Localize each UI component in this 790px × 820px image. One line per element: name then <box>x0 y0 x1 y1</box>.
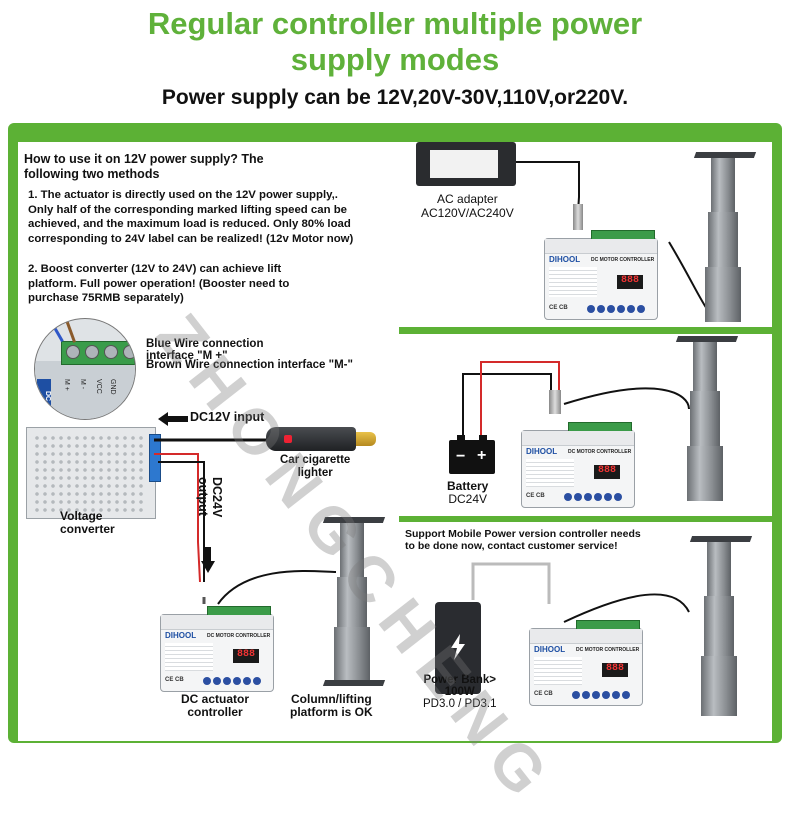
page-title: Regular controller multiple power supply… <box>0 6 790 78</box>
support-line-1: Support Mobile Power version controller … <box>405 528 641 540</box>
column-label: Column/lifting platform is OK <box>290 693 373 719</box>
column-powerbank-image <box>689 536 753 726</box>
lifting-column-image <box>322 517 386 692</box>
dc24v-output-label: DC24V output <box>196 477 224 517</box>
powerbank-wiring <box>471 562 690 623</box>
terminal-label-dc: DC <box>37 379 51 413</box>
battery-wiring <box>462 361 690 440</box>
controller-ac-display: 888 <box>617 275 643 289</box>
dc-actuator-line-1: DC actuator <box>181 692 250 706</box>
controller-battery-image: DIHOOL DC MOTOR CONTROLLER 888 CE CB <box>521 422 635 508</box>
controller-ac-label: DC MOTOR CONTROLLER <box>591 257 655 263</box>
powerbank-line-2: 100W <box>444 686 475 698</box>
controller-battery-cert: CE CB <box>526 493 545 499</box>
title-line-1: Regular controller multiple power <box>147 6 643 41</box>
terminal-label-m-plus: M + <box>63 379 70 391</box>
terminal-label-vcc: VCC <box>95 379 102 394</box>
lighter-tip <box>356 432 376 446</box>
ac-adapter-line-1: AC adapter <box>437 192 498 206</box>
controller-ac-image: DIHOOL DC MOTOR CONTROLLER 888 CE CB <box>544 230 658 320</box>
car-lighter-line-2: lighter <box>297 467 333 479</box>
method-2-text: 2. Boost converter (12V to 24V) can achi… <box>28 262 289 306</box>
battery-label: Battery DC24V <box>447 480 488 506</box>
voltage-converter-line-1: Voltage <box>60 509 103 523</box>
dc-actuator-label: DC actuator controller <box>181 693 249 719</box>
title-line-2: supply modes <box>290 42 500 77</box>
controller-display: 888 <box>233 649 259 663</box>
right-top-panel: AC adapter AC120V/AC240V DIHOOL DC MOTOR… <box>399 142 772 327</box>
brown-wire-label: Brown Wire connection interface "M-" <box>146 359 353 371</box>
controller-powerbank-cert: CE CB <box>534 691 553 697</box>
method-1-line-1: 1. The actuator is directly used on the … <box>28 189 338 201</box>
dc-actuator-line-2: controller <box>187 705 243 719</box>
howto-line-2: following two methods <box>24 167 160 181</box>
ac-adapter-line-2: AC120V/AC240V <box>421 206 514 220</box>
right-mid-panel: − + Battery DC24V DIHOOL DC MOTOR CONTRO… <box>399 334 772 516</box>
power-bank-label: Power Bank> 100W PD3.0 / PD3.1 <box>423 674 497 710</box>
controller-battery-label: DC MOTOR CONTROLLER <box>568 449 632 455</box>
controller-brand: DIHOOL <box>165 631 197 640</box>
method-2-line-3: purchase 75RMB separately) <box>28 292 184 304</box>
dc-barrel-plug <box>573 204 583 230</box>
controller-powerbank-image: DIHOOL DC MOTOR CONTROLLER 888 CE CB <box>529 620 643 706</box>
ac-adapter-label: AC adapter AC120V/AC240V <box>421 192 514 220</box>
method-1-line-4: corresponding to 24V label can be realiz… <box>28 232 354 245</box>
controller-battery-brand: DIHOOL <box>526 447 558 456</box>
car-lighter-label: Car cigarette lighter <box>280 454 350 480</box>
howto-heading: How to use it on 12V power supply? The f… <box>24 152 264 182</box>
terminal-zoom-circle: DC M + M - VCC GND <box>34 318 136 420</box>
battery-plug <box>549 390 561 414</box>
controller-battery-display: 888 <box>594 465 620 479</box>
controller-ac-brand: DIHOOL <box>549 255 581 264</box>
dc24v-output-line-2: output <box>196 477 210 516</box>
dc24v-output-line-1: DC24V <box>210 477 224 518</box>
controller-model-label: DC MOTOR CONTROLLER <box>207 633 271 639</box>
voltage-converter-line-2: converter <box>60 522 115 536</box>
right-bottom-panel: Support Mobile Power version controller … <box>399 522 772 741</box>
battery-line-1: Battery <box>447 479 489 493</box>
lightning-icon <box>451 634 465 660</box>
blue-wire-line-2: interface "M +" <box>146 350 228 362</box>
method-1-line-2: Only half of the corresponding marked li… <box>28 203 347 216</box>
power-bank-image <box>435 602 481 694</box>
method-2-line-2: platform. Full power operation! (Booster… <box>28 277 290 290</box>
powerbank-line-1: Power Bank> <box>423 674 497 686</box>
left-panel: How to use it on 12V power supply? The f… <box>18 142 399 741</box>
wiring-diagram <box>154 438 337 605</box>
support-line-2: to be done now, contact customer service… <box>405 540 618 552</box>
car-lighter-plug <box>266 427 356 451</box>
controller-powerbank-brand: DIHOOL <box>534 645 566 654</box>
method-2-line-1: 2. Boost converter (12V to 24V) can achi… <box>28 263 282 275</box>
controller-ac-cert: CE CB <box>549 305 568 311</box>
voltage-converter-image <box>26 427 161 519</box>
page-subtitle: Power supply can be 12V,20V-30V,110V,or2… <box>161 86 629 109</box>
method-1-line-3: achieved, and the maximum load is reduce… <box>28 218 351 230</box>
column-ac-image <box>693 152 757 327</box>
car-lighter-line-1: Car cigarette <box>280 454 351 466</box>
column-battery-image <box>675 336 739 511</box>
method-1-text: 1. The actuator is directly used on the … <box>28 188 353 246</box>
controller-cert: CE CB <box>165 677 184 683</box>
controller-powerbank-label: DC MOTOR CONTROLLER <box>576 647 640 653</box>
blue-wire-label: Blue Wire connection interface "M +" <box>146 338 263 362</box>
howto-line-1: How to use it on 12V power supply? The <box>24 152 264 166</box>
ac-adapter-image <box>416 142 516 186</box>
arrow-left-icon <box>158 412 188 426</box>
terminal-label-m-minus: M - <box>79 379 86 390</box>
battery-line-2: DC24V <box>448 492 488 506</box>
support-notice: Support Mobile Power version controller … <box>405 528 641 552</box>
column-line-2: platform is OK <box>290 705 373 719</box>
arrow-down-icon <box>201 547 215 573</box>
dc12v-input-label: DC12V input <box>190 410 265 424</box>
terminal-label-gnd: GND <box>109 379 116 395</box>
dc-actuator-controller-image: DIHOOL DC MOTOR CONTROLLER 888 CE CB <box>160 606 274 692</box>
blue-wire-line-1: Blue Wire connection <box>146 338 264 350</box>
battery-icon: − + <box>449 435 495 474</box>
controller-powerbank-display: 888 <box>602 663 628 677</box>
column-line-1: Column/lifting <box>291 692 372 706</box>
powerbank-line-3: PD3.0 / PD3.1 <box>423 698 497 710</box>
voltage-converter-label: Voltage converter <box>60 510 115 536</box>
